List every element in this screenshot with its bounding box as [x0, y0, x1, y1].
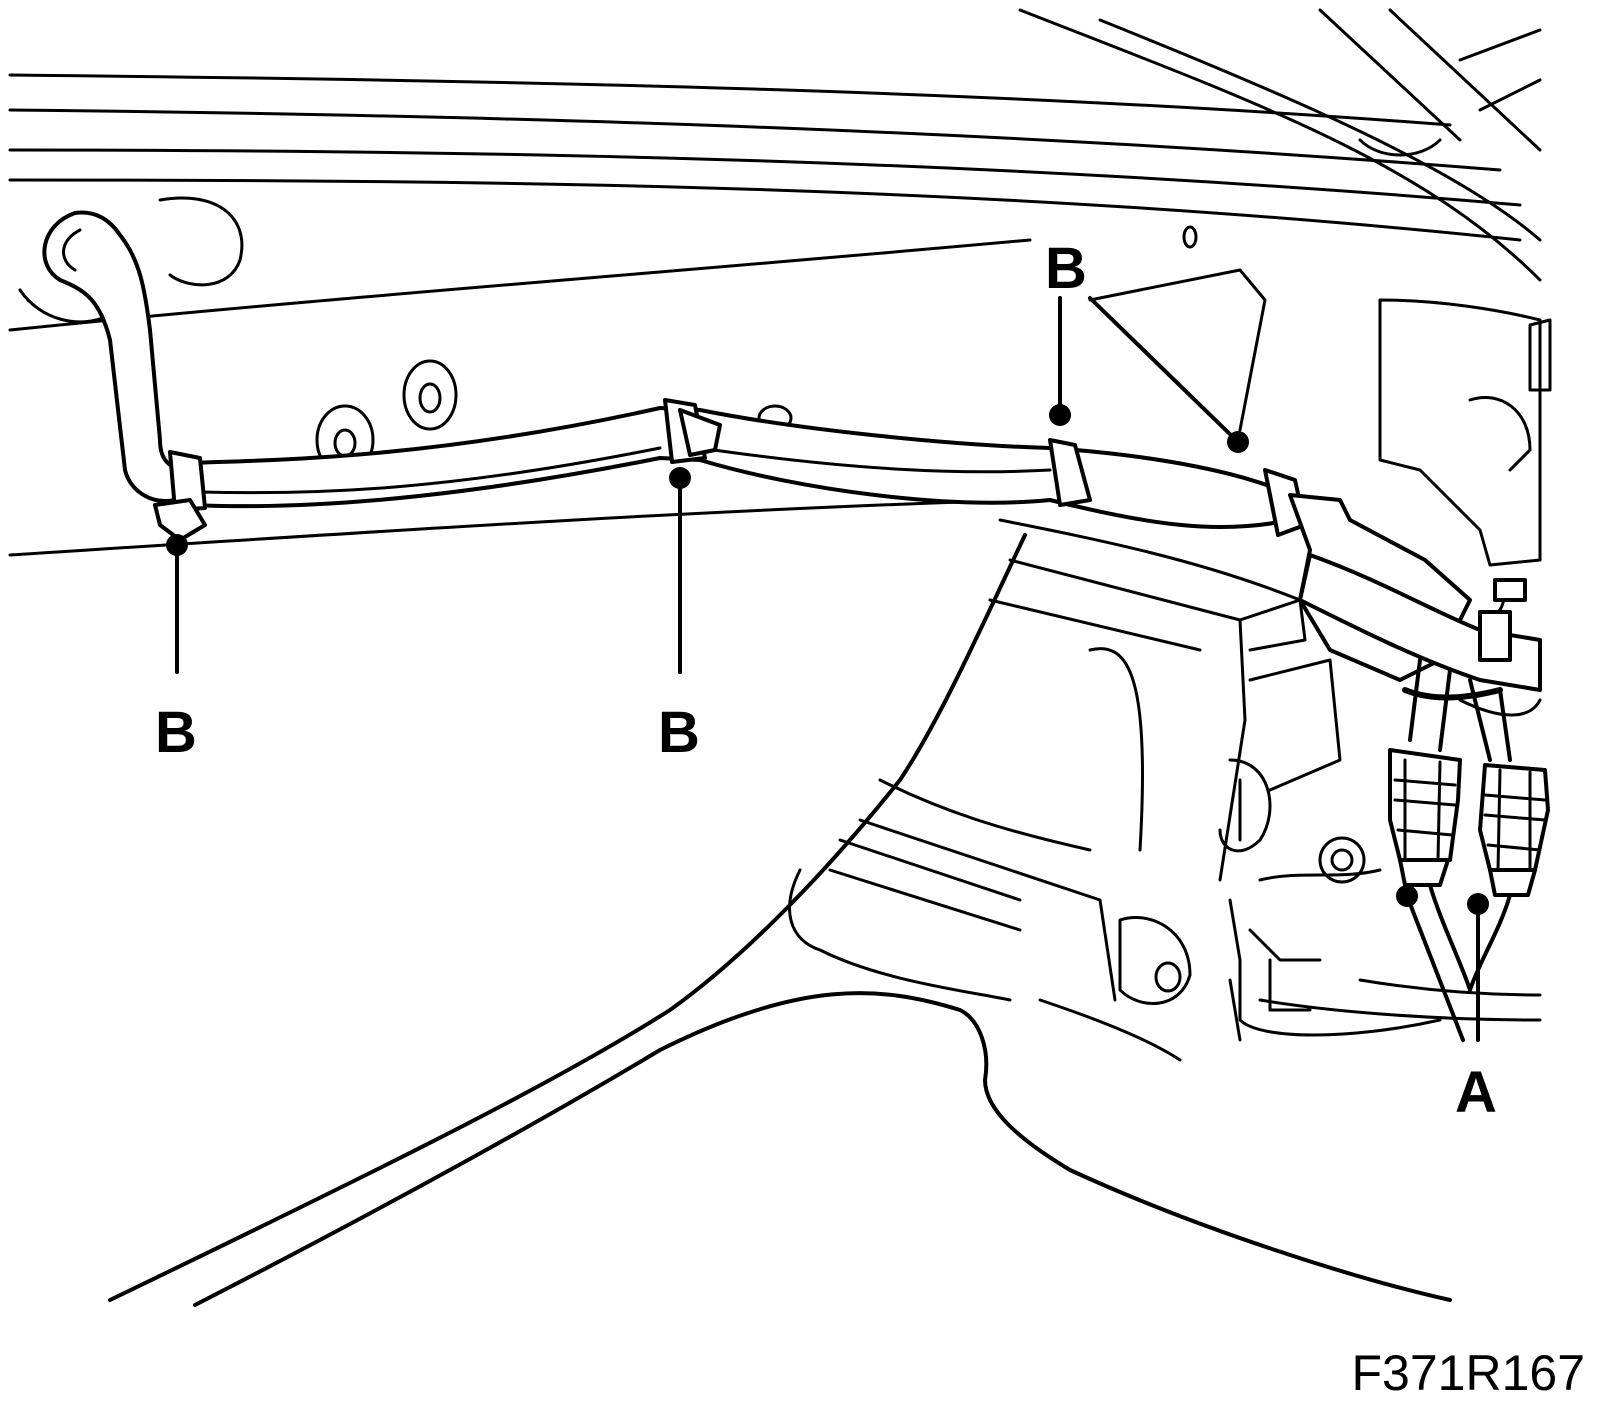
upper-panel-lines [8, 8, 1542, 282]
callout-label-b3: B [1045, 236, 1087, 301]
callout-label-a: A [1455, 1060, 1497, 1125]
cable-harness [42, 210, 1542, 692]
wheel-arch-panel [108, 533, 1452, 1307]
figure-id: F371R167 [1352, 1345, 1586, 1401]
callout-b3-leader-2 [1088, 296, 1240, 444]
callout-label-b2: B [658, 700, 700, 765]
connector-pair [1388, 658, 1550, 992]
callout-a-leader-1 [1405, 894, 1465, 1042]
callout-leaders [166, 296, 1489, 1042]
callout-label-b1: B [155, 700, 197, 765]
right-bracket-area [1218, 578, 1542, 1042]
